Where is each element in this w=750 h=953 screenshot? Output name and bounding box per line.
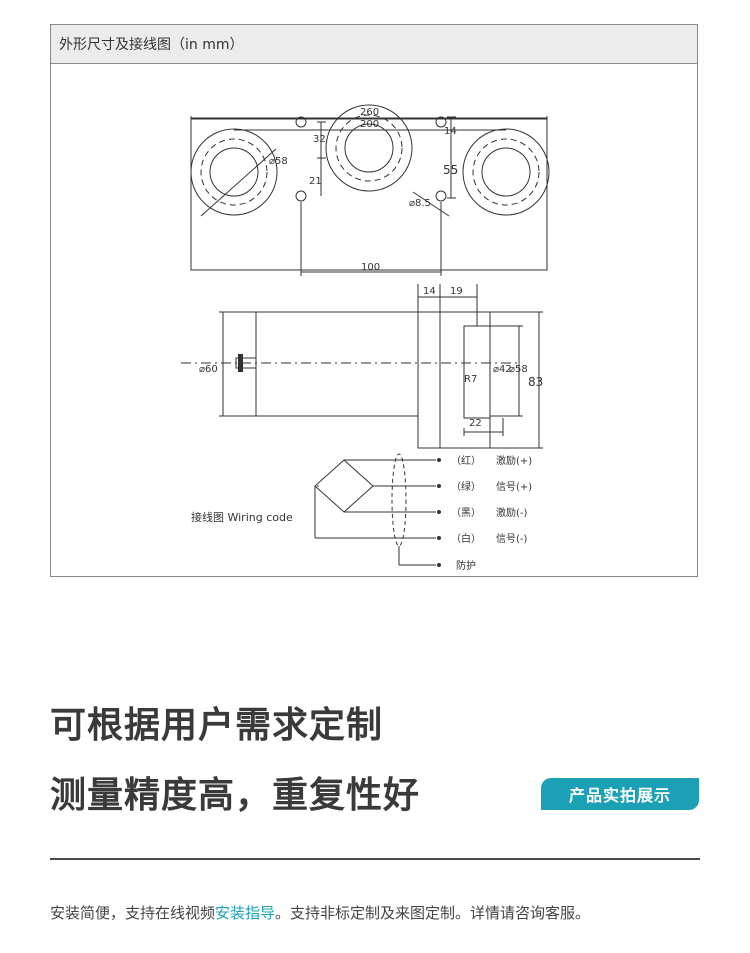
headline-custom: 可根据用户需求定制 [50,705,384,746]
left-bolt-circle-outer [190,128,278,216]
wire-signal-2: 信号(+) [496,481,532,493]
wire-signal-4: 信号(-) [496,533,528,545]
wire-shield: 防护 [456,559,476,572]
dim-32: 32 [313,134,326,145]
dim-83: 83 [528,375,543,389]
dim-19: 19 [450,286,463,297]
dim-21: 21 [309,176,322,187]
wiring-label: 接线图 Wiring code [191,510,293,524]
footer-text-1: 安装简便，支持在线视频 [50,904,216,922]
center-bolt-circle-outer [325,104,413,192]
wire-color-3: （黑） [451,507,481,519]
dim-100: 100 [361,262,380,273]
dim-55: 55 [443,163,458,177]
cable-shield [391,453,407,547]
side-view-body [255,311,419,417]
dim-14-side: 14 [423,286,436,297]
install-guide-link[interactable]: 安装指导 [215,904,276,922]
wheatstone-bridge [314,459,374,513]
dim-22: 22 [469,418,482,429]
dim-58-side: ⌀58 [509,364,528,375]
technical-drawing: 260 200 32 14 ⌀58 21 55 ⌀8.5 100 14 19 ⌀… [181,104,550,572]
dim-58-top: ⌀58 [269,156,288,167]
product-photo-tag[interactable]: 产品实拍展示 [541,778,699,810]
wire-color-1: （红） [451,454,481,467]
wire-color-2: （绿） [451,480,481,493]
spec-title: 外形尺寸及接线图（in mm） [51,25,697,64]
dim-8-5: ⌀8.5 [409,198,431,209]
headline-precision: 测量精度高，重复性好 [50,775,421,816]
dim-200: 200 [360,119,379,130]
top-view-body [190,117,548,271]
divider [50,858,700,860]
footer-note: 安装简便，支持在线视频安装指导。支持非标定制及来图定制。详情请咨询客服。 [50,902,590,923]
wire-signal-1: 激励(+) [496,454,532,467]
dim-42: ⌀42 [493,364,512,375]
dim-260: 260 [360,107,379,118]
wire-color-4: （白） [451,532,481,545]
footer-text-2: 。支持非标定制及来图定制。详情请咨询客服。 [275,904,591,922]
wire-signal-3: 激励(-) [496,506,528,519]
spec-panel: 外形尺寸及接线图（in mm） [50,24,698,577]
dim-r7: R7 [464,374,477,385]
right-bolt-circle-outer [462,128,550,216]
dim-60: ⌀60 [199,364,218,375]
dim-14-top: 14 [444,126,457,137]
